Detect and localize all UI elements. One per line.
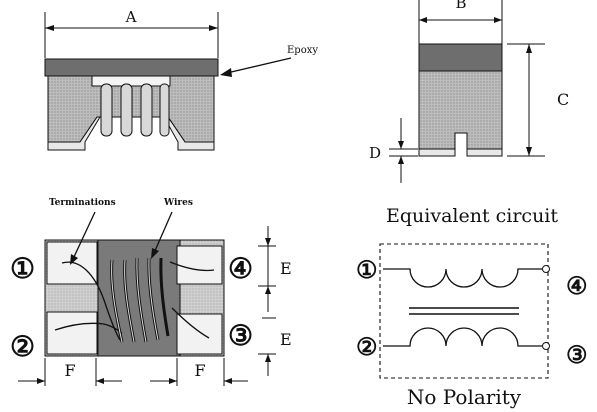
circuit-box — [379, 243, 549, 379]
dim-c-arrow-top — [526, 44, 532, 53]
dim-a-label: A — [125, 8, 137, 26]
dim-e-top-arrow-2 — [265, 286, 271, 294]
epoxy-cap — [44, 58, 219, 77]
side-epoxy-cap — [418, 43, 503, 72]
coil-bottom — [383, 327, 542, 347]
coil-bottom-terminal — [542, 342, 550, 350]
lead-wire-1 — [61, 261, 121, 341]
lead-wire-4 — [169, 261, 215, 272]
lead-wire-3 — [171, 307, 210, 339]
dim-c-label: C — [557, 90, 569, 109]
top-windings — [110, 257, 170, 343]
side-core-body — [418, 70, 503, 150]
dim-c-arrow-bottom — [526, 147, 532, 156]
top-pin-2: ② — [10, 330, 35, 363]
dim-f-left-label: F — [64, 361, 75, 380]
epoxy-label: Epoxy — [287, 45, 318, 56]
wires-leader-line — [153, 211, 173, 254]
wires-leader-arrow — [151, 248, 159, 259]
equivalent-circuit: Equivalent circuit ① ② ④ ③ No Polarity — [356, 205, 588, 409]
dim-a-arrow-right — [209, 25, 218, 31]
side-terminal-right — [466, 148, 503, 157]
circuit-title: Equivalent circuit — [386, 205, 558, 227]
coil-top-terminal — [542, 265, 550, 273]
dim-e-bottom-arrow — [265, 354, 271, 362]
top-pin-4: ④ — [228, 252, 253, 285]
top-pin-1: ① — [10, 252, 35, 285]
dim-e-top-arrow-1 — [265, 238, 271, 246]
side-terminal-left — [418, 148, 456, 157]
epoxy-arrow-line — [226, 57, 292, 74]
coil-top — [383, 268, 542, 288]
epoxy-arrow-head — [220, 68, 232, 77]
dim-f-right-arrow-1 — [169, 378, 177, 384]
dim-b-label: B — [455, 0, 466, 12]
termination-pad-2 — [46, 311, 98, 355]
front-view: A Epoxy — [44, 8, 318, 151]
circuit-pin-3: ③ — [566, 340, 588, 369]
dim-a-arrow-left — [45, 25, 54, 31]
dim-f-left-arrow-1 — [37, 378, 45, 384]
dim-d-arrow-bottom — [398, 156, 404, 164]
dim-f-left-arrow-2 — [96, 378, 104, 384]
wires-label: Wires — [163, 198, 193, 208]
dim-b-arrow-left — [419, 17, 427, 23]
dim-f-right-arrow-2 — [224, 378, 232, 384]
top-view: Terminations Wires — [10, 198, 292, 386]
terminations-label: Terminations — [49, 198, 116, 208]
dim-e-top-label: E — [280, 259, 292, 278]
dim-f-right-label: F — [194, 361, 205, 380]
top-pin-3: ③ — [228, 319, 253, 352]
terminations-leader-line — [72, 211, 96, 260]
dim-b-arrow-right — [494, 17, 502, 23]
front-terminal-left — [47, 116, 101, 151]
no-polarity-label: No Polarity — [407, 385, 522, 409]
dim-d-label: D — [369, 144, 381, 162]
dim-e-bottom-label: E — [280, 330, 292, 349]
circuit-pin-4: ④ — [566, 271, 588, 300]
termination-pad-4 — [176, 245, 223, 285]
circuit-pin-2: ② — [356, 332, 378, 361]
circuit-pin-1: ① — [356, 255, 378, 284]
terminations-leader-arrow — [70, 254, 78, 265]
front-windings — [100, 83, 170, 137]
dim-d-arrow-top — [398, 141, 404, 149]
side-view: B C D — [369, 0, 569, 183]
